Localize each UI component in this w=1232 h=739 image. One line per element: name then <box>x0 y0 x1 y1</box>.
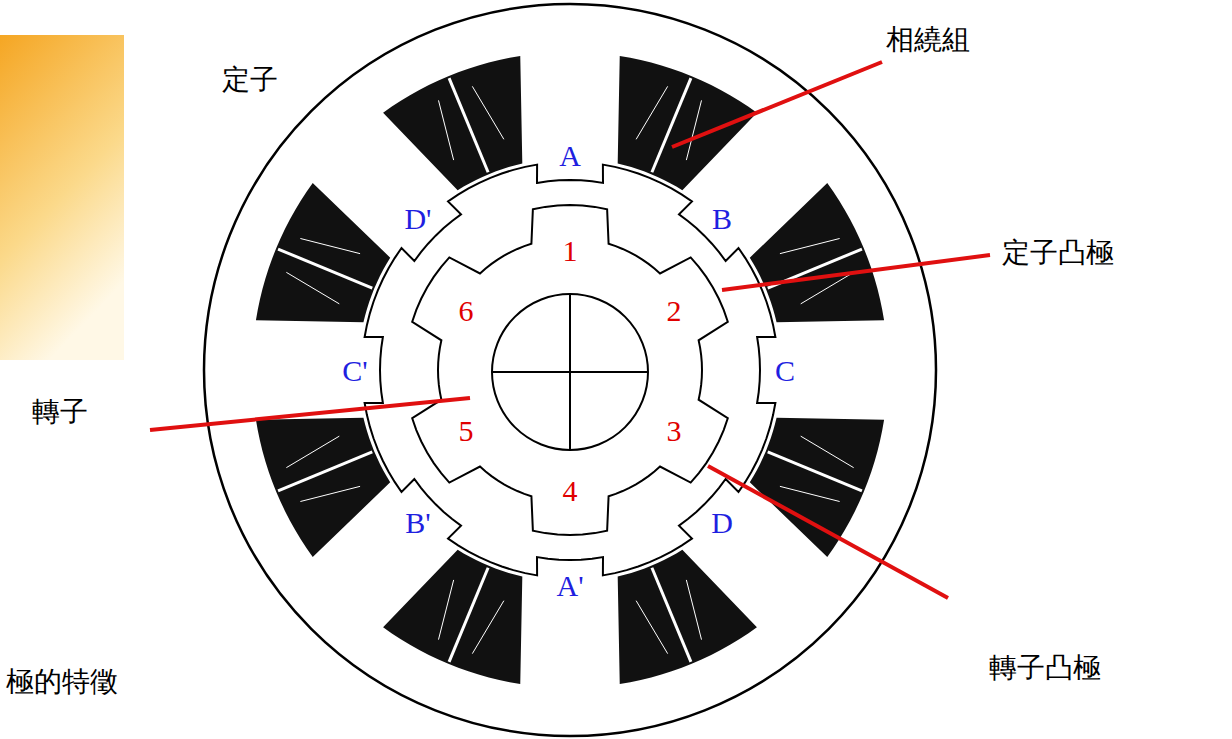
winding-hatch <box>438 580 453 640</box>
shaft <box>492 294 648 450</box>
pole-letter: D' <box>404 201 431 234</box>
caption-fragment: 極的特徵 <box>6 667 118 698</box>
winding-divider <box>768 452 862 491</box>
leader-line <box>722 255 990 290</box>
winding-divider <box>449 78 488 172</box>
gradient-panel <box>0 35 124 360</box>
pole-letter: A' <box>556 569 583 602</box>
winding-hatch <box>636 601 668 654</box>
winding-hatch <box>686 580 701 640</box>
winding-hatch <box>636 86 668 139</box>
phase-winding <box>383 56 522 190</box>
rotor-outline <box>412 205 728 535</box>
rotor-pole-number: 4 <box>563 474 578 507</box>
leader-line <box>672 62 882 147</box>
rotor-pole-number: 5 <box>459 414 474 447</box>
shaft-crosshair <box>569 294 571 450</box>
winding-divider <box>278 249 372 288</box>
winding-divider <box>652 568 691 662</box>
part-label: 定子凸極 <box>1002 238 1114 269</box>
phase-winding <box>750 183 884 322</box>
pole-letter: B' <box>405 506 430 539</box>
winding-divider <box>449 568 488 662</box>
pole-letter: C' <box>342 354 367 387</box>
rotor-pole-number: 2 <box>666 294 681 327</box>
rotor-pole-number: 1 <box>563 234 578 267</box>
winding-hatch <box>286 436 339 468</box>
winding-hatch <box>686 100 701 160</box>
rotor-pole-number: 3 <box>666 414 681 447</box>
part-label: 相繞組 <box>886 25 970 56</box>
winding-divider <box>652 78 691 172</box>
winding-hatch <box>780 238 840 253</box>
part-label: 轉子 <box>32 397 88 428</box>
pole-letter: B <box>712 201 732 234</box>
winding-hatch <box>300 486 360 501</box>
leader-line <box>708 466 948 598</box>
rotor-pole-number: 6 <box>459 294 474 327</box>
phase-winding <box>256 418 390 557</box>
leader-line <box>150 398 470 430</box>
phase-winding <box>256 183 390 322</box>
part-label: 定子 <box>222 65 278 96</box>
part-label: 轉子凸極 <box>989 653 1101 684</box>
winding-hatch <box>780 486 840 501</box>
winding-hatch <box>472 601 504 654</box>
winding-hatch <box>438 100 453 160</box>
phase-winding <box>750 418 884 557</box>
stator-bore <box>365 165 776 576</box>
stator-outline <box>204 4 936 736</box>
pole-letter: C <box>775 354 795 387</box>
winding-hatch <box>286 272 339 304</box>
winding-divider <box>278 452 372 491</box>
phase-winding <box>383 550 522 684</box>
pole-letter: A <box>559 139 581 172</box>
pole-letter: D <box>711 506 733 539</box>
phase-winding <box>618 550 757 684</box>
winding-hatch <box>472 86 504 139</box>
winding-hatch <box>801 436 854 468</box>
winding-hatch <box>300 238 360 253</box>
